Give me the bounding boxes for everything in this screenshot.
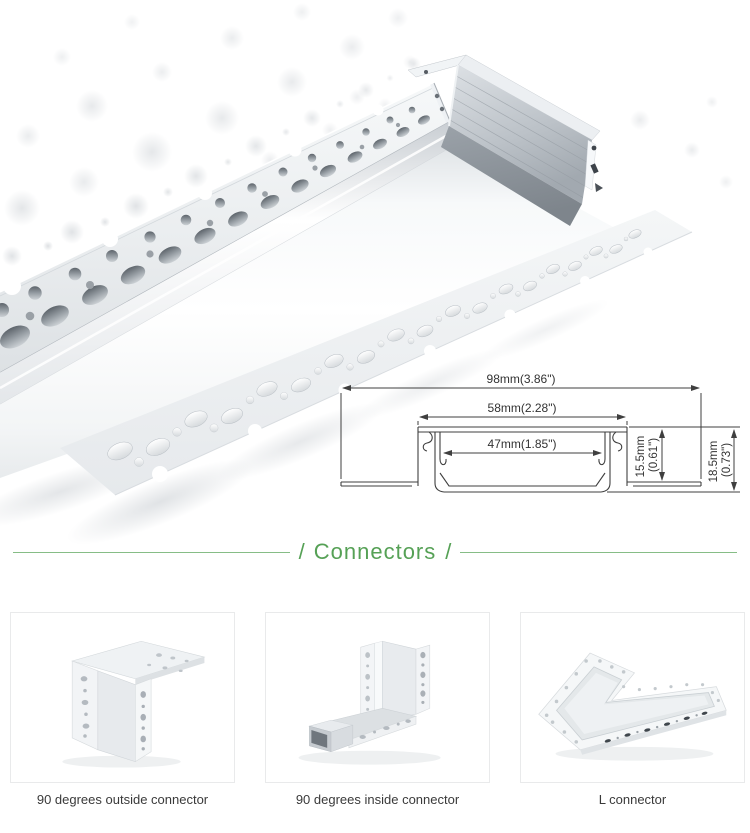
aluminium-housing-end (407, 54, 603, 226)
dim-overall-width-label: 98mm(3.86") (487, 372, 556, 386)
title-slash-left: / (298, 539, 305, 564)
connector-card-l (520, 612, 745, 783)
flange-top-perforated (0, 82, 451, 372)
dim-inner-width-label: 47mm(1.85") (488, 437, 557, 451)
flange-bottom-small-bumps (134, 236, 629, 467)
dimension-labels: 98mm(3.86") 58mm(2.28") 47mm(1.85") 15.5… (487, 372, 733, 482)
connector-caption-outside: 90 degrees outside connector (36, 792, 209, 807)
connector-caption-l: L connector (598, 792, 667, 807)
connector-caption-inside: 90 degrees inside connector (295, 792, 460, 807)
end-clips (424, 70, 603, 192)
dim-housing-width-label: 58mm(2.28") (488, 401, 557, 415)
outside-connector-image (62, 640, 206, 768)
inside-connector-image (298, 640, 441, 765)
flange-cut-hole-marks (434, 93, 445, 112)
led-profile-render (0, 3, 733, 545)
dim-recess-depth-label: 15.5mm (0.61") (635, 433, 660, 478)
title-slash-right: / (445, 539, 452, 564)
background-shadow-dots (2, 3, 733, 266)
flange-top-edge-notches (3, 104, 384, 295)
extrusion-rib-lines (449, 75, 591, 198)
divider-line-left (13, 551, 290, 553)
flange-bottom-edge-notches (152, 247, 653, 482)
connectors-section-header: / Connectors / (0, 538, 750, 566)
l-connector-image (538, 652, 727, 761)
flange-cut-edge (430, 83, 450, 123)
flange-bottom-bumps (107, 229, 642, 461)
connector-card-outside (10, 612, 235, 783)
connector-card-inside (265, 612, 490, 783)
dim-total-depth-label: 18.5mm (0.73") (708, 438, 733, 483)
profile-cross-section (340, 426, 702, 493)
flange-bottom-perforated (60, 210, 693, 496)
divider-line-right (460, 551, 738, 553)
section-title: Connectors (313, 539, 437, 564)
dimension-diagram: 98mm(3.86") 58mm(2.28") 47mm(1.85") 15.5… (340, 372, 740, 493)
flange-top-holes (0, 106, 430, 349)
